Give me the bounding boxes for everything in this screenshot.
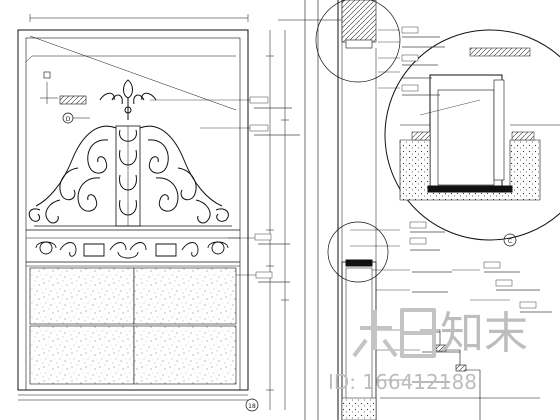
detail-marker-c-label: C bbox=[508, 238, 512, 245]
bottom-marker-label: 18 bbox=[248, 403, 256, 410]
section-note-strokes bbox=[402, 36, 552, 383]
watermark: 知末 ID: 166412188 bbox=[328, 308, 528, 394]
bottom-section-marker: 18 bbox=[245, 398, 259, 412]
watermark-id: ID: 166412188 bbox=[328, 370, 477, 394]
section-leaders bbox=[350, 29, 510, 381]
wrought-iron-ornament bbox=[28, 79, 232, 227]
railing-band-ornament bbox=[35, 241, 229, 259]
section-view bbox=[278, 0, 377, 420]
elevation-callout-tags bbox=[249, 96, 273, 279]
base-step-detail bbox=[380, 329, 540, 420]
elevation-marker-d: D bbox=[62, 112, 90, 124]
section-callout-tags bbox=[401, 26, 537, 309]
granite-panels bbox=[29, 267, 237, 385]
watermark-logo-icon bbox=[352, 308, 436, 358]
elevation-note-strokes bbox=[254, 107, 300, 283]
elevation-dimensions bbox=[18, 14, 289, 410]
watermark-brand: 知末 bbox=[440, 308, 528, 359]
detail-marker-c: C bbox=[503, 233, 517, 247]
elevation-view bbox=[17, 29, 249, 391]
detail-callout-circles bbox=[315, 0, 401, 283]
elevation-leaders bbox=[150, 99, 256, 276]
elevation-marker-d-label: D bbox=[66, 116, 71, 123]
enlarged-detail bbox=[384, 29, 560, 241]
material-legend bbox=[40, 71, 87, 105]
